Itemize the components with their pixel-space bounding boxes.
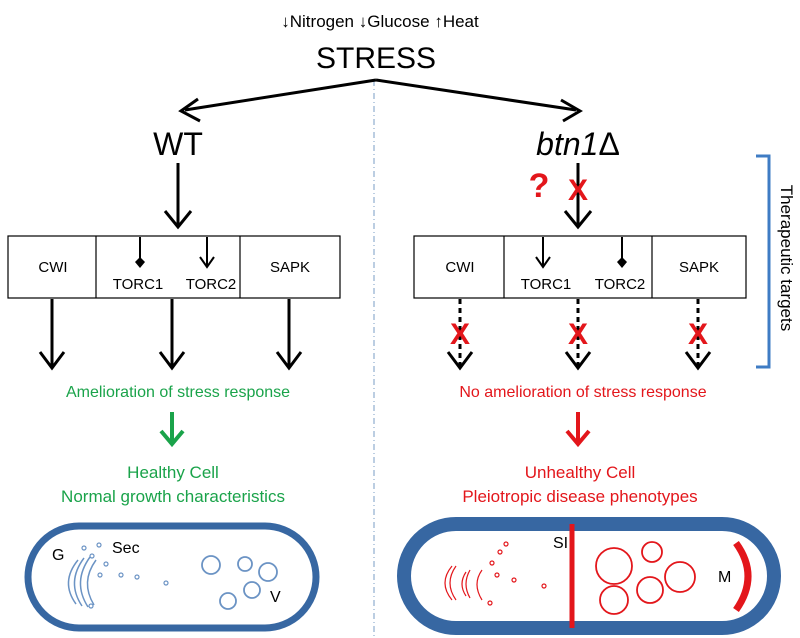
wt-torc2-activate-arrow — [199, 237, 215, 269]
therapeutic-targets-label: Therapeutic targets — [777, 185, 796, 331]
wt-torc1-label: TORC1 — [113, 276, 164, 293]
btn1-torc2-inhibit-arrow — [617, 237, 627, 268]
cwi-blocked-mark: X — [450, 318, 470, 351]
wt-output-arrow-torc — [158, 299, 186, 371]
vacuoles — [201, 555, 278, 610]
wt-torc2-label: TORC2 — [186, 276, 237, 293]
golgi-label: G — [52, 547, 64, 564]
wt-response-text: Amelioration of stress response — [66, 384, 290, 401]
enlarged-vacuoles — [595, 541, 696, 615]
branch-arrow-left — [178, 78, 377, 123]
btn1-cell-status: Unhealthy Cell — [525, 463, 636, 482]
btn1-output-arrow-cwi — [446, 299, 474, 371]
btn1-red-arrow — [565, 412, 591, 448]
stress-title: STRESS — [316, 42, 436, 75]
wt-green-arrow — [159, 412, 185, 448]
wt-torc1-inhibit-arrow — [135, 237, 145, 268]
btn1-sapk-label: SAPK — [679, 259, 719, 276]
wt-cell-phenotype: Normal growth characteristics — [61, 487, 285, 506]
btn1-pathway-box — [413, 235, 747, 299]
btn1-cell-phenotype: Pleiotropic disease phenotypes — [462, 487, 697, 506]
wt-pathway-box — [7, 235, 341, 299]
cell-pole-mark — [733, 540, 752, 613]
wt-cell-status: Healthy Cell — [127, 463, 219, 482]
fragmented-golgi-icon — [444, 565, 483, 601]
btn1-response-text: No amelioration of stress response — [459, 384, 706, 401]
si-label: SI — [553, 535, 568, 552]
btn1-output-arrow-sapk — [684, 299, 712, 371]
btn1-input-arrow — [563, 163, 593, 230]
wt-title: WT — [153, 126, 203, 162]
golgi-icon — [67, 556, 97, 608]
torc-blocked-mark: X — [568, 318, 588, 351]
question-mark: ? — [529, 167, 550, 205]
therapeutic-bracket — [756, 154, 771, 369]
vacuole-label: V — [270, 589, 281, 606]
wt-output-arrow-sapk — [275, 299, 303, 371]
wt-sapk-label: SAPK — [270, 259, 310, 276]
btn1-torc2-label: TORC2 — [595, 276, 646, 293]
wt-cwi-label: CWI — [38, 259, 67, 276]
btn1-title: btn1Δ — [536, 126, 620, 162]
btn1-cwi-label: CWI — [445, 259, 474, 276]
unhealthy-cell — [397, 517, 781, 635]
healthy-cell — [24, 522, 320, 632]
scattered-vesicles — [487, 541, 547, 606]
btn1-torc1-activate-arrow — [535, 237, 551, 269]
branch-arrow-right — [375, 78, 583, 123]
wt-output-arrow-cwi — [38, 299, 66, 371]
stress-conditions: ↓Nitrogen ↓Glucose ↑Heat — [281, 12, 479, 31]
sapk-blocked-mark: X — [688, 318, 708, 351]
btn1-torc1-label: TORC1 — [521, 276, 572, 293]
sec-label: Sec — [112, 540, 140, 557]
btn1-output-arrow-torc — [564, 299, 592, 371]
wt-input-arrow — [163, 163, 193, 230]
secretory-vesicles — [81, 542, 169, 609]
input-blocked-mark: X — [568, 174, 588, 207]
m-label: M — [718, 569, 731, 586]
